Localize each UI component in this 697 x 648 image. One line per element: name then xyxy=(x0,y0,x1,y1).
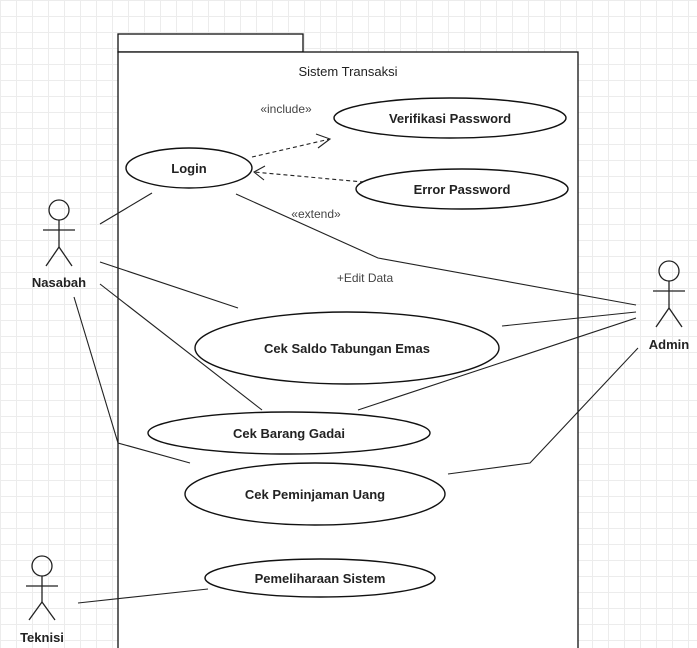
extend-label: «extend» xyxy=(291,207,341,221)
actor-label-teknisi: Teknisi xyxy=(20,630,64,645)
use-case-cek-peminjaman-uang[interactable]: Cek Peminjaman Uang xyxy=(184,462,446,526)
assoc-nasabah-cek-peminjaman xyxy=(73,296,191,464)
system-title: Sistem Transaksi xyxy=(299,64,398,79)
include-label: «include» xyxy=(260,102,312,116)
assoc-admin-cek-barang xyxy=(357,317,637,411)
svg-text:Login: Login xyxy=(171,161,206,176)
svg-text:Cek Barang Gadai: Cek Barang Gadai xyxy=(233,426,345,441)
use-case-login[interactable]: Login xyxy=(125,147,253,189)
svg-text:Verifikasi Password: Verifikasi Password xyxy=(389,111,511,126)
actor-nasabah[interactable]: Nasabah xyxy=(32,199,86,290)
assoc-nasabah-login xyxy=(99,192,153,225)
use-case-verifikasi-password[interactable]: Verifikasi Password xyxy=(333,97,567,139)
actor-head xyxy=(48,199,70,221)
include-arrow xyxy=(251,138,331,158)
actor-admin[interactable]: Admin xyxy=(649,260,690,352)
use-case-cek-saldo[interactable]: Cek Saldo Tabungan Emas xyxy=(194,311,500,385)
svg-text:Cek Saldo Tabungan Emas: Cek Saldo Tabungan Emas xyxy=(264,341,430,356)
actor-label-admin: Admin xyxy=(649,337,690,352)
assoc-nasabah-cek-barang xyxy=(99,283,263,411)
svg-text:Pemeliharaan Sistem: Pemeliharaan Sistem xyxy=(255,571,386,586)
svg-text:Cek Peminjaman Uang: Cek Peminjaman Uang xyxy=(245,487,385,502)
actor-head xyxy=(31,555,53,577)
use-case-pemeliharaan-sistem[interactable]: Pemeliharaan Sistem xyxy=(204,558,436,598)
actor-label-nasabah: Nasabah xyxy=(32,275,86,290)
assoc-admin-login xyxy=(235,193,637,306)
assoc-teknisi-pemeliharaan xyxy=(77,588,209,604)
edit-data-label: +Edit Data xyxy=(337,271,394,285)
actor-head xyxy=(658,260,680,282)
svg-text:Error Password: Error Password xyxy=(414,182,511,197)
system-package-tab xyxy=(117,33,304,53)
assoc-nasabah-cek-saldo xyxy=(99,261,239,309)
use-case-error-password[interactable]: Error Password xyxy=(355,168,569,210)
include-arrowhead xyxy=(315,133,332,149)
actor-teknisi[interactable]: Teknisi xyxy=(20,555,64,645)
assoc-admin-cek-saldo xyxy=(501,311,637,327)
assoc-admin-cek-peminjaman xyxy=(447,347,639,475)
use-case-cek-barang-gadai[interactable]: Cek Barang Gadai xyxy=(147,411,431,455)
extend-arrowhead xyxy=(253,165,266,181)
